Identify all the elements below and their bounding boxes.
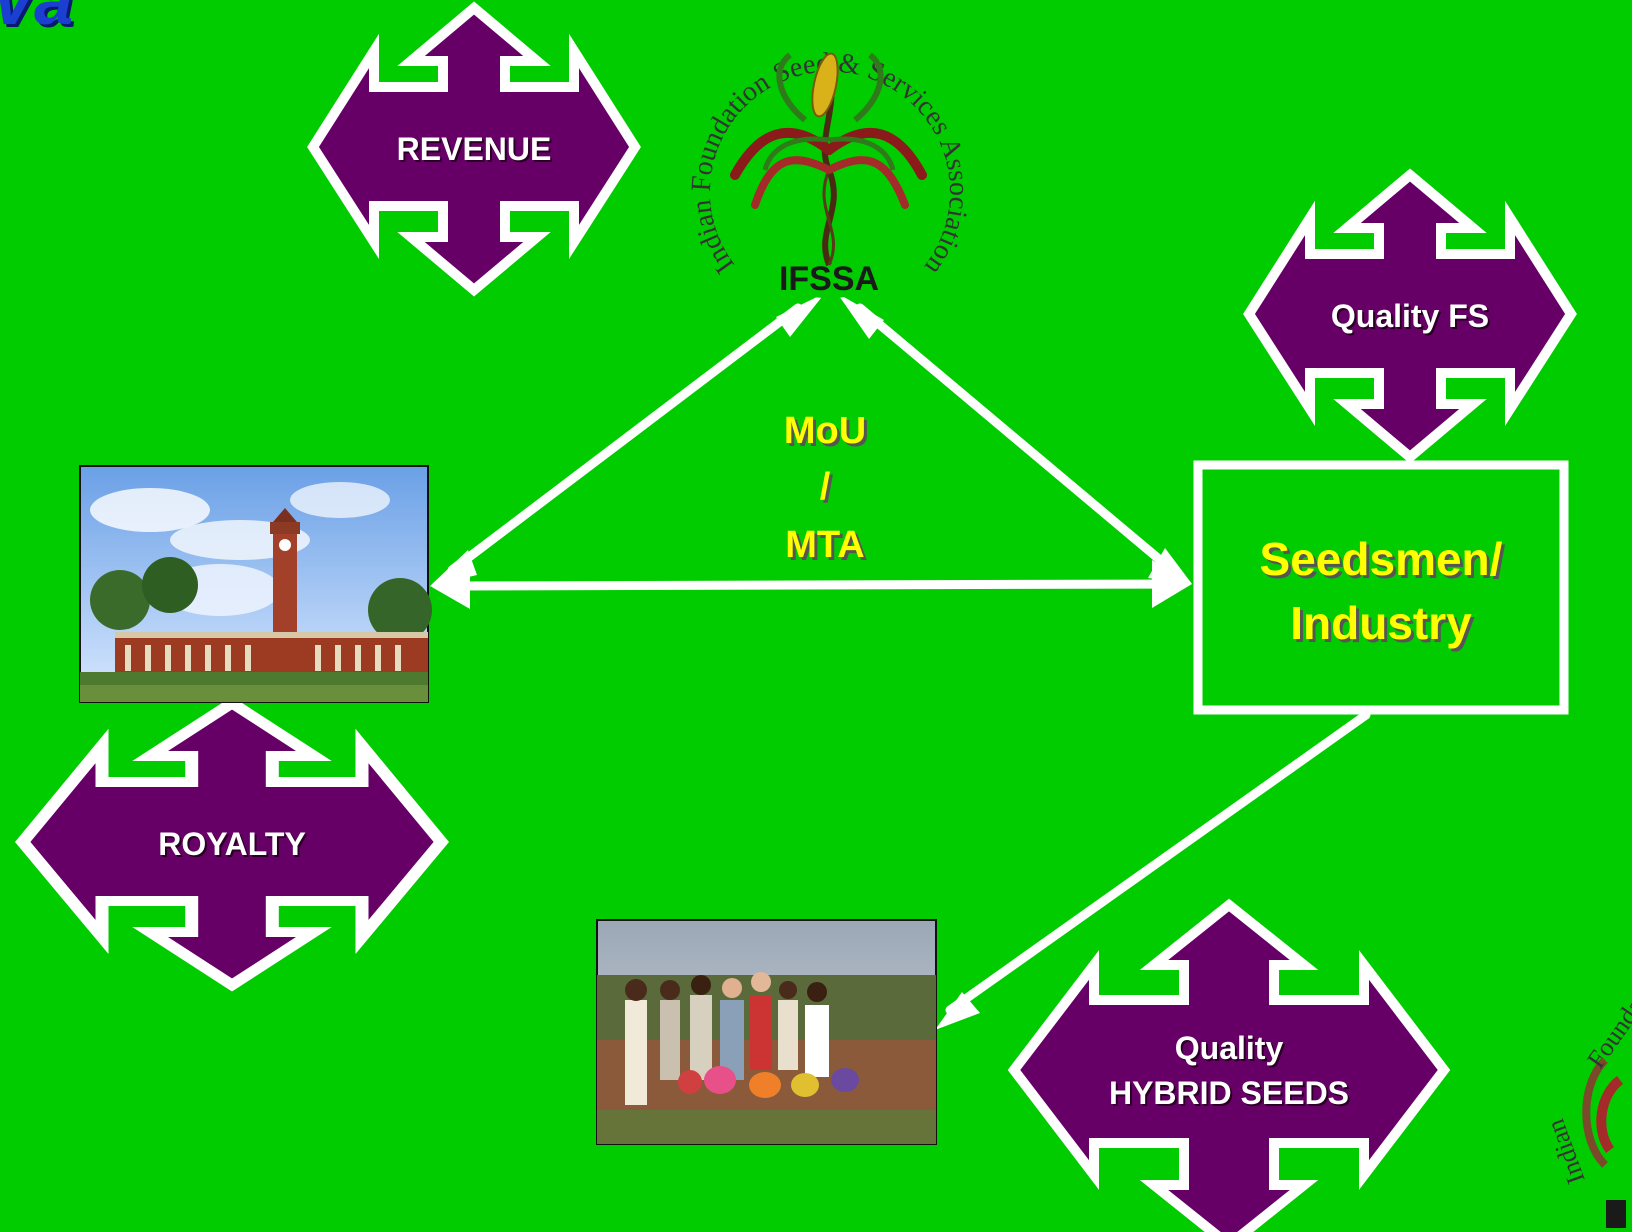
double-arrow-icon bbox=[1243, 168, 1577, 464]
arrowhead-farmers bbox=[935, 992, 980, 1030]
seedsmen-box bbox=[1193, 460, 1569, 715]
arrow-seedsmen-to-farmers bbox=[945, 710, 1371, 1015]
cross-royalty bbox=[14, 696, 450, 992]
royalty-label: ROYALTY bbox=[158, 826, 306, 862]
seedsmen-label-line2: Industry bbox=[1290, 597, 1472, 649]
arrow-university-to-seedsmen bbox=[450, 579, 1177, 591]
quality-fs-label: Quality FS bbox=[1330, 298, 1490, 334]
plant-logo-icon bbox=[730, 52, 927, 267]
arrow-logo-to-seedsmen bbox=[855, 303, 1177, 575]
arrowhead-top-right bbox=[837, 293, 884, 339]
corner-logo-partial: Foundation Indian bbox=[1541, 960, 1632, 1228]
arrowhead-university-2 bbox=[430, 564, 470, 609]
mou-label: MoU bbox=[783, 410, 867, 452]
double-arrow-icon bbox=[1007, 898, 1451, 1232]
seedsmen-label-line1: Seedsmen/ bbox=[1259, 533, 1503, 585]
university-building-photo bbox=[79, 465, 432, 703]
double-arrow-icon bbox=[307, 1, 641, 297]
cross-revenue bbox=[307, 1, 641, 297]
connector-arrows bbox=[447, 303, 1371, 1015]
quality-hybrid-label-line2: HYBRID SEEDS bbox=[1108, 1075, 1350, 1111]
svg-text:Foundation: Foundation bbox=[1581, 960, 1632, 1074]
arrowhead-seedsmen-2 bbox=[1148, 548, 1192, 584]
svg-text:Indian: Indian bbox=[1541, 1116, 1591, 1188]
revenue-label: REVENUE bbox=[396, 131, 552, 167]
ifssa-logo: Indian Foundation Seed & Services Associ… bbox=[686, 18, 974, 298]
mta-label: MTA bbox=[785, 524, 865, 566]
slash-label: / bbox=[819, 466, 831, 508]
arrowhead-top-left bbox=[776, 293, 825, 337]
farmers-group-photo bbox=[596, 919, 937, 1145]
cross-quality-fs bbox=[1243, 168, 1577, 464]
farmer-figures bbox=[625, 972, 859, 1105]
arrowheads bbox=[430, 293, 1192, 1030]
quality-hybrid-label-line1: Quality bbox=[1174, 1030, 1284, 1066]
cropped-title-fragment: Va bbox=[0, 0, 74, 39]
cross-hybrid-seeds bbox=[1007, 898, 1451, 1232]
logo-acronym: IFSSA bbox=[779, 260, 879, 298]
double-arrow-icon bbox=[14, 696, 450, 992]
arrow-logo-to-university bbox=[447, 303, 803, 575]
